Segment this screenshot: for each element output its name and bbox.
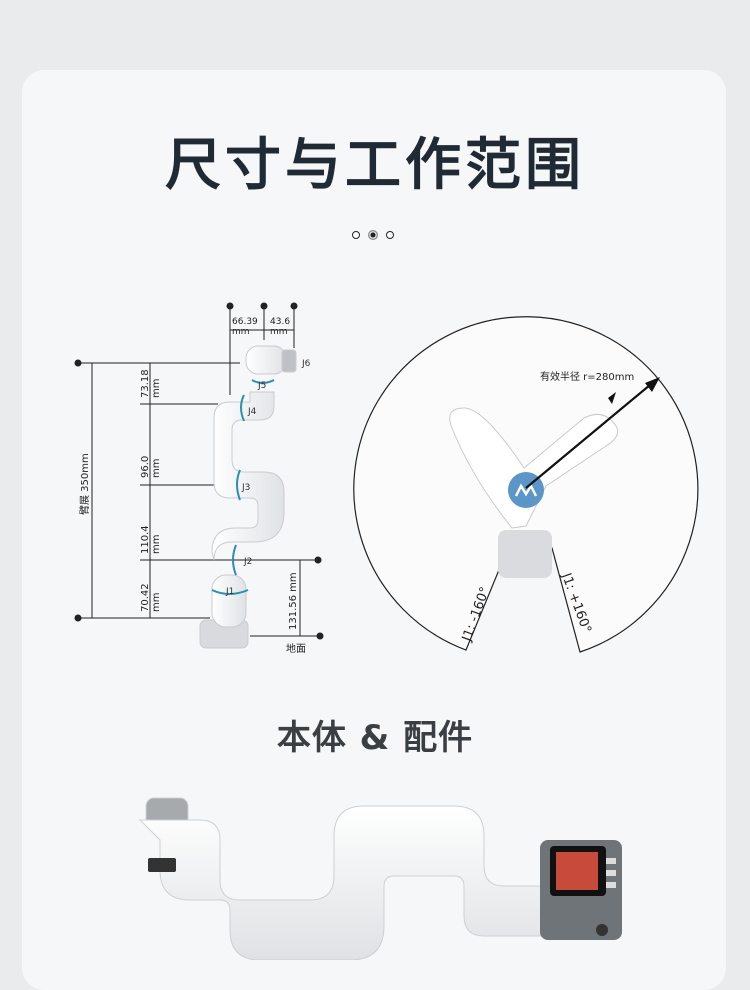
- segment-label-1: 73.18mm: [140, 369, 162, 398]
- joint-label-j2: J2: [243, 557, 252, 567]
- product-photo: [138, 797, 622, 960]
- joint-label-j1: J1: [225, 587, 234, 597]
- datum-marker: [290, 302, 298, 310]
- base-height-label: 131.56 mm: [288, 572, 299, 630]
- datum-marker: [314, 556, 322, 564]
- datum-marker: [74, 359, 82, 367]
- joint-label-j4: J4: [247, 407, 257, 417]
- ground-label: 地面: [286, 642, 306, 655]
- arm-side-view: [199, 345, 297, 649]
- arm-body: [138, 797, 585, 960]
- reach-label: 臂展 350mm: [78, 453, 91, 515]
- joint-label-j6: J6: [301, 359, 311, 369]
- joint-label-j3: J3: [241, 483, 250, 493]
- datum-marker: [226, 302, 234, 310]
- workspace-diagram: 有效半径 r=280mm J1: -160° J1: +160°: [353, 316, 699, 653]
- segment-label-2: 96.0mm: [140, 456, 162, 478]
- carousel-dot-2[interactable]: [368, 230, 378, 240]
- datum-markers: [74, 302, 324, 640]
- carousel-dot-3[interactable]: [386, 231, 394, 239]
- page-title: 尺寸与工作范围: [165, 133, 585, 198]
- radius-label: 有效半径 r=280mm: [540, 370, 634, 383]
- camera-module: [148, 858, 176, 872]
- datum-marker: [316, 632, 324, 640]
- segment-label-3: 110.4mm: [140, 525, 162, 554]
- datum-marker: [74, 614, 82, 622]
- segment-label-4: 70.42mm: [140, 583, 162, 612]
- base-controller: [540, 840, 622, 940]
- carousel-indicator[interactable]: [348, 228, 408, 242]
- carousel-dot-1[interactable]: [352, 231, 360, 239]
- joint-label-j5: J5: [257, 381, 266, 391]
- datum-marker: [260, 302, 268, 310]
- section-subtitle: 本体 & 配件: [276, 718, 474, 758]
